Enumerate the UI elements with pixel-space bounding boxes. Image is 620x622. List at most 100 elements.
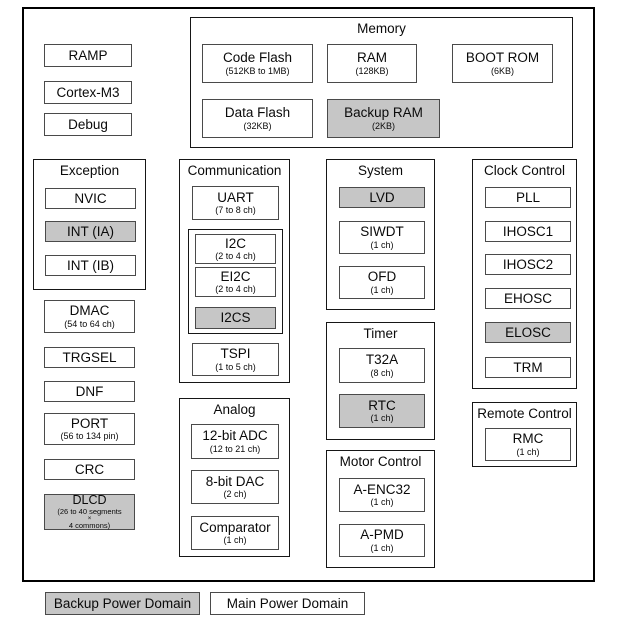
block-sublabel: (128KB)	[355, 65, 389, 76]
block-i2c: I2C (2 to 4 ch)	[195, 234, 276, 264]
block-t32a: T32A (8 ch)	[339, 348, 425, 383]
block-ei2c: EI2C (2 to 4 ch)	[195, 267, 276, 297]
block-label: DNF	[75, 383, 104, 399]
block-label: LVD	[369, 189, 395, 205]
group-title: Clock Control	[483, 163, 566, 178]
block-sublabel: (6KB)	[490, 65, 514, 76]
block-label: OFD	[367, 269, 397, 285]
block-sublabel: (1 ch)	[223, 535, 247, 546]
block-label: CRC	[74, 461, 105, 477]
block-sublabel: (1 ch)	[370, 413, 394, 424]
block-int-ib: INT (IB)	[45, 255, 136, 276]
block-comparator: Comparator (1 ch)	[191, 516, 279, 550]
block-uart: UART (7 to 8 ch)	[192, 186, 279, 220]
block-sublabel: (1 ch)	[370, 497, 394, 508]
group-memory: Memory Code Flash (512KB to 1MB) RAM (12…	[190, 17, 573, 148]
block-port: PORT (56 to 134 pin)	[44, 413, 135, 445]
block-sublabel: (2KB)	[371, 120, 395, 131]
block-debug: Debug	[44, 113, 132, 136]
block-ofd: OFD (1 ch)	[339, 266, 425, 299]
block-ram: RAM (128KB)	[327, 44, 417, 83]
block-sublabel: (2 ch)	[223, 489, 247, 500]
group-title: System	[357, 163, 403, 178]
block-label: PLL	[515, 189, 541, 205]
block-sublabel-line3: 4 commons)	[68, 521, 111, 531]
block-a-pmd: A-PMD (1 ch)	[339, 524, 425, 557]
group-title: Timer	[363, 326, 398, 341]
legend-main-power-domain: Main Power Domain	[210, 592, 365, 615]
block-siwdt: SIWDT (1 ch)	[339, 221, 425, 254]
block-12bit-adc: 12-bit ADC (12 to 21 ch)	[191, 424, 279, 459]
block-ihosc1: IHOSC1	[485, 221, 571, 242]
group-title: Memory	[357, 21, 406, 36]
block-dnf: DNF	[44, 381, 135, 402]
block-sublabel: (1 ch)	[370, 239, 394, 250]
group-exception: Exception NVIC INT (IA) INT (IB)	[33, 159, 146, 290]
block-boot-rom: BOOT ROM (6KB)	[452, 44, 553, 83]
group-title: Communication	[187, 163, 282, 178]
block-label: Backup RAM	[344, 105, 423, 121]
group-remote-control: Remote Control RMC (1 ch)	[472, 402, 577, 467]
block-trgsel: TRGSEL	[44, 347, 135, 368]
block-label: IHOSC1	[502, 223, 554, 239]
block-label: ELOSC	[505, 324, 551, 340]
block-8bit-dac: 8-bit DAC (2 ch)	[191, 470, 279, 504]
block-label: 12-bit ADC	[202, 428, 268, 444]
block-label: NVIC	[74, 190, 107, 206]
block-trm: TRM	[485, 357, 571, 378]
block-nvic: NVIC	[45, 188, 136, 209]
block-label: RAM	[357, 50, 387, 66]
block-dlcd: DLCD (26 to 40 segments × 4 commons)	[44, 493, 135, 531]
block-label: A-ENC32	[353, 481, 411, 497]
block-rtc: RTC (1 ch)	[339, 394, 425, 428]
block-label: EI2C	[220, 268, 251, 284]
block-label: Code Flash	[222, 50, 293, 66]
block-sublabel: (1 ch)	[370, 542, 394, 553]
group-motor-control: Motor Control A-ENC32 (1 ch) A-PMD (1 ch…	[326, 450, 435, 568]
block-label: PORT	[70, 415, 109, 431]
legend-label: Backup Power Domain	[53, 595, 192, 611]
group-title: Analog	[213, 402, 256, 417]
block-label: INT (IA)	[67, 223, 114, 239]
block-data-flash: Data Flash (32KB)	[202, 99, 313, 138]
block-label: BOOT ROM	[465, 50, 540, 66]
block-label: T32A	[365, 352, 399, 368]
block-label: UART	[217, 189, 254, 205]
block-label: DMAC	[69, 303, 110, 319]
block-label: 8-bit DAC	[205, 473, 265, 489]
block-cortex-m3: Cortex-M3	[44, 81, 132, 104]
group-clock-control: Clock Control PLL IHOSC1 IHOSC2 EHOSC EL…	[472, 159, 577, 389]
block-dmac: DMAC (54 to 64 ch)	[44, 300, 135, 333]
block-label: RMC	[512, 431, 544, 447]
legend-backup-power-domain: Backup Power Domain	[45, 592, 200, 615]
block-sublabel-line1: (26 to 40 segments	[57, 506, 122, 516]
block-sublabel: (512KB to 1MB)	[225, 65, 290, 76]
block-sublabel: (54 to 64 ch)	[64, 318, 115, 329]
block-lvd: LVD	[339, 187, 425, 208]
block-label: IHOSC2	[502, 256, 554, 272]
group-communication: Communication UART (7 to 8 ch) I2C (2 to…	[179, 159, 290, 383]
block-crc: CRC	[44, 459, 135, 480]
block-label: EHOSC	[503, 290, 552, 306]
group-i2c-cluster: I2C (2 to 4 ch) EI2C (2 to 4 ch) I2CS	[188, 229, 283, 334]
legend-label: Main Power Domain	[226, 595, 349, 611]
block-sublabel: (2 to 4 ch)	[215, 251, 256, 262]
group-title: Exception	[59, 163, 120, 178]
group-timer: Timer T32A (8 ch) RTC (1 ch)	[326, 322, 435, 440]
block-tspi: TSPI (1 to 5 ch)	[192, 343, 279, 376]
block-label: Comparator	[199, 519, 271, 535]
block-elosc: ELOSC	[485, 322, 571, 343]
block-label: I2C	[224, 235, 246, 251]
block-sublabel: (12 to 21 ch)	[209, 443, 261, 454]
block-label: TRM	[513, 359, 543, 375]
block-label: TSPI	[220, 346, 251, 362]
block-sublabel: (1 ch)	[370, 284, 394, 295]
block-label: SIWDT	[360, 224, 404, 240]
group-title: Motor Control	[339, 454, 422, 469]
block-label: A-PMD	[360, 527, 404, 543]
block-sublabel: (1 ch)	[516, 446, 540, 457]
block-rmc: RMC (1 ch)	[485, 428, 571, 461]
block-sublabel: (56 to 134 pin)	[60, 431, 119, 442]
group-title: Remote Control	[477, 406, 572, 421]
